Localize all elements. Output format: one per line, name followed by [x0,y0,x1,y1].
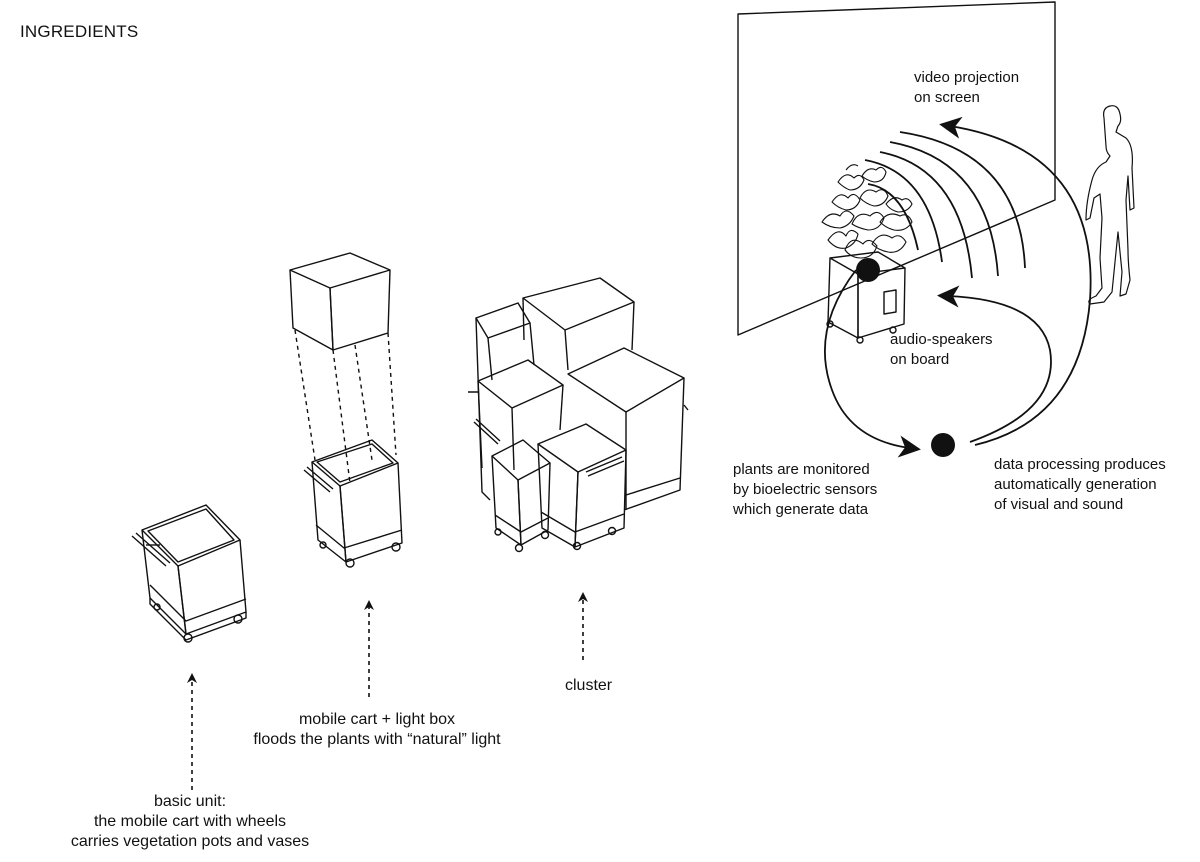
data-node-icon [931,433,955,457]
cluster-icon [468,278,688,552]
speakers-line-2: on board [890,351,950,368]
light-projection-lines [295,330,396,483]
sensor-node-icon [856,258,880,282]
basic-unit-line-2: the mobile cart with wheels [93,813,287,830]
screen-icon [738,2,1055,335]
cart-with-light-icon [304,440,402,567]
basic-unit-label: basic unit: the mobile cart with wheels … [40,792,340,852]
light-box-line-1: mobile cart + light box [298,711,456,728]
person-icon [1086,106,1134,304]
sensors-line-1: plants are monitored [733,461,870,478]
basic-cart-icon [132,505,246,642]
processing-line-2: automatically generation [994,476,1157,493]
processing-label: data processing produces automatically g… [994,455,1166,515]
speakers-line-1: audio-speakers [890,331,993,348]
processing-line-1: data processing produces [994,456,1166,473]
light-box-icon [290,253,390,350]
processing-line-3: of visual and sound [994,496,1124,513]
pointer-arrows [187,592,588,790]
speakers-label: audio-speakers on board [890,330,993,370]
light-box-label: mobile cart + light box floods the plant… [227,710,527,750]
sensors-label: plants are monitored by bioelectric sens… [733,460,877,520]
plant-icon [822,165,912,258]
basic-unit-line-3: carries vegetation pots and vases [70,833,310,850]
video-label: video projection on screen [914,68,1019,108]
sound-wave-icon [865,132,1025,278]
cluster-label: cluster [565,677,613,694]
video-line-1: video projection [914,69,1020,86]
sensors-line-3: which generate data [733,501,869,518]
plant-cart-icon [827,252,905,343]
basic-unit-line-1: basic unit: [153,793,227,810]
light-box-line-2: floods the plants with “natural” light [253,731,501,748]
page-title: INGREDIENTS [20,22,139,41]
cycle-arrows [825,116,1091,458]
sensors-line-2: by bioelectric sensors [733,481,878,498]
video-line-2: on screen [914,89,980,106]
